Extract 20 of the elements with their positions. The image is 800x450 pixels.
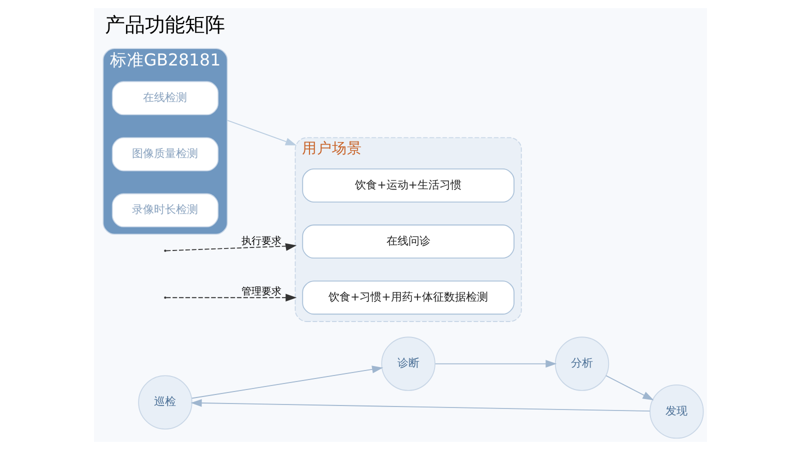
node-circle: 巡检	[138, 375, 192, 430]
node-box: 饮食+运动+生活习惯	[302, 168, 514, 202]
node-box: 饮食+习惯+用药+体征数据检测	[302, 280, 514, 315]
edge-label: 执行要求	[240, 236, 281, 248]
arrow	[226, 120, 296, 146]
node-circle: 发现	[649, 384, 704, 439]
node-circle: 诊断	[380, 336, 435, 391]
node-box: 在线问诊	[302, 224, 514, 259]
node-box: 在线检测	[111, 81, 218, 116]
node-box: 录像时长检测	[111, 193, 218, 228]
arrow	[605, 375, 654, 400]
arrow	[434, 360, 556, 368]
diagram-title: 产品功能矩阵	[104, 12, 225, 37]
arrow	[165, 243, 296, 252]
edge-label: 管理要求	[240, 286, 281, 298]
node-box: 图像质量检测	[111, 137, 218, 172]
arrow	[165, 294, 296, 302]
node-circle: 分析	[554, 336, 609, 391]
arrow	[191, 366, 383, 399]
arrow	[190, 399, 650, 412]
